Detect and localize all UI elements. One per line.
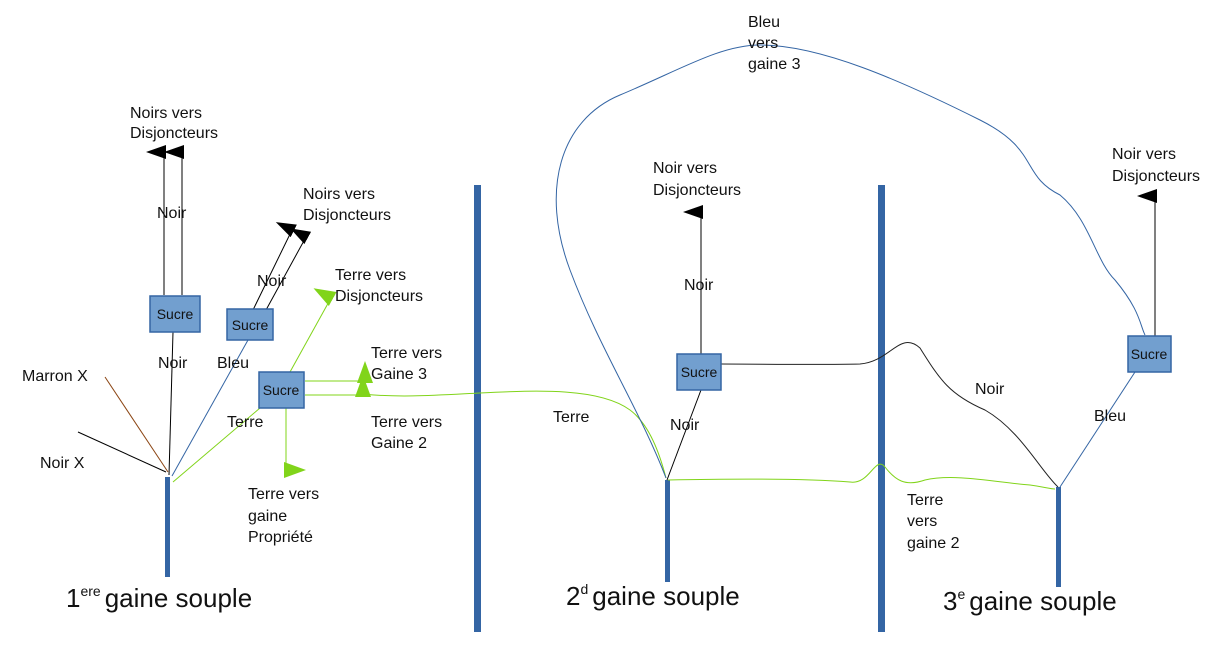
label-bleu: Bleu bbox=[217, 355, 249, 372]
sucre-label: Sucre bbox=[1131, 346, 1168, 362]
wire-bleu-sucre2 bbox=[171, 339, 249, 477]
label-noir-vers-disj-s2: Noir vers Disjoncteurs bbox=[653, 160, 741, 199]
gaine-3-stub bbox=[1056, 487, 1061, 587]
label-terre-vers-gaine2: Terre vers Gaine 2 bbox=[371, 414, 447, 452]
label-noir-mid: Noir bbox=[257, 273, 287, 290]
label-terre-vers-propriete: Terre vers gaine Propriété bbox=[248, 486, 324, 546]
wire-noir-gaine2-sucre bbox=[666, 389, 702, 481]
label-terre-s2: Terre bbox=[553, 409, 590, 426]
sucre-label: Sucre bbox=[232, 317, 269, 333]
wire-terre-to-gaine2 bbox=[362, 390, 667, 479]
label-noirs-vers-disj-2: Noirs vers Disjoncteurs bbox=[303, 186, 391, 224]
label-noir-down-s2: Noir bbox=[670, 417, 700, 434]
wire-bleu-gaine3-sucre bbox=[1059, 371, 1136, 488]
arrow-noir-disj-2b bbox=[265, 228, 312, 311]
label-noir-up-s2: Noir bbox=[684, 277, 714, 294]
sucre-label: Sucre bbox=[263, 382, 300, 398]
wire-noir-x bbox=[77, 431, 167, 473]
label-noirs-vers-disj-1: Noirs vers Disjoncteurs bbox=[130, 105, 218, 142]
wire-terre-sucre3 bbox=[172, 407, 261, 483]
label-marron-x: Marron X bbox=[22, 368, 88, 385]
sucre-box-1: Sucre bbox=[149, 295, 201, 333]
sucre-label: Sucre bbox=[681, 364, 718, 380]
wire-noir-sucre1 bbox=[168, 331, 174, 476]
wire-marron-x bbox=[104, 376, 169, 473]
label-bleu-vers-gaine3: Bleu vers gaine 3 bbox=[748, 14, 801, 73]
label-noir-low: Noir bbox=[158, 355, 188, 372]
separator-1 bbox=[474, 185, 481, 632]
gaine-2-stub bbox=[665, 480, 670, 582]
label-terre-vers-gaine2-s3: Terre vers gaine 2 bbox=[907, 492, 960, 552]
wire-bleu-vers-gaine3 bbox=[555, 44, 1146, 479]
arrow-noir-disj-2a bbox=[252, 222, 297, 311]
sucre-box-2: Sucre bbox=[226, 308, 274, 341]
sucre-label: Sucre bbox=[157, 306, 194, 322]
label-noir-s3: Noir bbox=[975, 381, 1005, 398]
sucre-box-5: Sucre bbox=[1127, 335, 1172, 373]
label-terre: Terre bbox=[227, 414, 264, 431]
sucre-box-3: Sucre bbox=[258, 371, 305, 409]
label-terre-vers-disj: Terre vers Disjoncteurs bbox=[335, 267, 423, 305]
label-noir-x: Noir X bbox=[40, 455, 85, 472]
sucre-box-4: Sucre bbox=[676, 353, 722, 391]
arrow-terre-disj bbox=[289, 288, 337, 373]
gaine-1-stub bbox=[165, 477, 170, 577]
wire-terre-gaine2-gaine3 bbox=[667, 463, 1056, 490]
label-noir-top: Noir bbox=[157, 205, 187, 222]
label-terre-vers-gaine3: Terre vers Gaine 3 bbox=[371, 345, 447, 383]
label-noir-vers-disj-s3: Noir vers Disjoncteurs bbox=[1112, 146, 1200, 185]
separator-2 bbox=[878, 185, 885, 632]
wire-noir-to-gaine3 bbox=[719, 342, 1059, 488]
label-bleu-s3: Bleu bbox=[1094, 408, 1126, 425]
